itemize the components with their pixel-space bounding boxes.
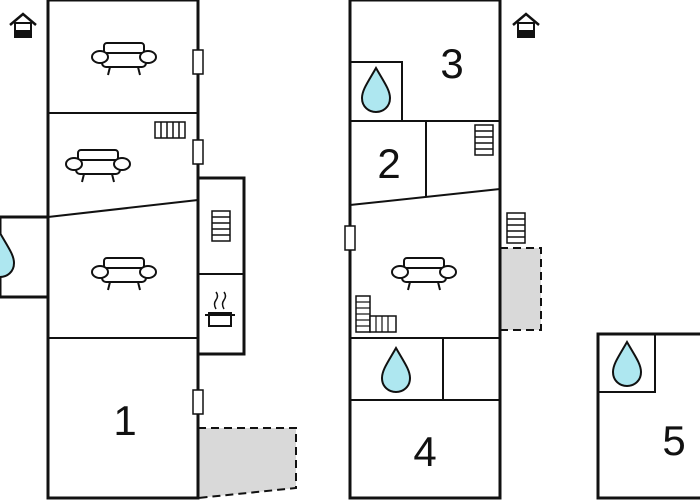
cooking-pot-icon	[205, 291, 235, 327]
terrace-middle	[499, 247, 542, 331]
room-1-label: 1	[113, 397, 136, 444]
room-5-label: 5	[662, 417, 685, 464]
radiator-icon	[211, 210, 231, 242]
kitchen-extension	[196, 176, 246, 356]
room-3-label: 3	[440, 40, 463, 87]
left-main-column	[46, 0, 200, 500]
radiator-icon	[154, 121, 186, 139]
right-building: 5	[596, 332, 700, 500]
radiator-icon	[474, 124, 494, 156]
room-2-label: 2	[377, 140, 400, 187]
room-4-label: 4	[413, 428, 436, 475]
right-main-block	[596, 332, 700, 500]
window-icon	[192, 139, 204, 165]
radiator-icon	[506, 212, 526, 244]
terrace-left	[197, 427, 297, 500]
window-icon	[192, 49, 204, 75]
middle-building: 3 2 4	[344, 0, 542, 500]
left-building: 1	[0, 0, 297, 500]
window-icon	[192, 389, 204, 415]
window-icon	[344, 225, 356, 251]
house-entrance-icon	[511, 12, 541, 39]
house-entrance-icon	[8, 12, 38, 39]
stairs-icon	[355, 295, 397, 333]
